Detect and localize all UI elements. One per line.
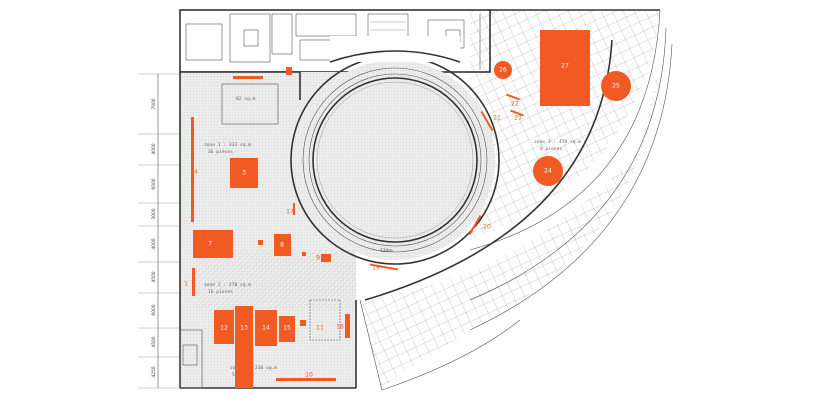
callout-number: 9 <box>316 255 320 262</box>
exhibit-label: 15 <box>283 325 291 332</box>
dim-label: 3000 <box>151 208 157 219</box>
dim-label: 6000 <box>151 178 157 189</box>
dim-label: 4500 <box>151 336 157 347</box>
exhibit-label: 3 <box>242 170 246 177</box>
exhibit-24 <box>533 156 563 186</box>
exhibit-bar <box>370 263 398 271</box>
exhibit-16 <box>345 314 350 338</box>
exhibit-label: 13 <box>240 325 248 332</box>
callout-numbers: 1 4 9 10 11 17 19 20 21 22 23 <box>184 101 522 379</box>
dim-label: 7000 <box>151 98 157 109</box>
exhibit-12 <box>214 310 234 344</box>
svg-text:zone 2 : 270 sq.m: zone 2 : 270 sq.m <box>204 282 251 288</box>
callout-number: 11 <box>316 325 324 332</box>
rotunda: 120m <box>290 36 500 265</box>
zone-area: 333 sq.m <box>229 142 251 148</box>
exhibit-bar <box>192 268 195 296</box>
exhibit-block <box>302 252 306 256</box>
exhibit-bar <box>293 203 295 215</box>
exhibit-bar <box>468 214 482 236</box>
exhibit-label: 8 <box>280 242 284 249</box>
zone-pieces: 8 pieces <box>540 146 562 152</box>
exhibit-block <box>300 320 306 326</box>
exhibit-label: 16 <box>336 324 344 331</box>
exhibits: 3 7 8 12 13 14 15 16 27 26 25 24 <box>191 30 631 388</box>
exhibit-13 <box>235 306 253 388</box>
exhibit-label: 24 <box>544 168 552 175</box>
svg-text:zone 1 : 333 sq.m: zone 1 : 333 sq.m <box>204 142 251 148</box>
zone-area: 236 sq.m <box>255 365 277 371</box>
dimension-ruler: 7000 4000 6000 3000 4000 4500 6000 4500 … <box>138 73 180 389</box>
dim-label: 6000 <box>151 304 157 315</box>
callout-number: 21 <box>493 115 501 122</box>
callout-number: 17 <box>286 209 294 216</box>
exhibit-label: 26 <box>499 67 507 74</box>
exhibit-26 <box>494 61 512 79</box>
exhibit-block <box>233 76 263 79</box>
exhibit-bar <box>191 117 194 222</box>
callout-number: 23 <box>514 115 522 122</box>
zone-name: zone 1 : <box>204 142 226 148</box>
circle-label: 120m <box>380 248 393 254</box>
exhibit-3 <box>230 158 258 188</box>
callout-number: 20 <box>483 224 491 231</box>
svg-text:zone 3 : 470 sq.m: zone 3 : 470 sq.m <box>534 139 581 145</box>
exhibit-14 <box>255 310 277 346</box>
exhibit-15 <box>279 316 295 342</box>
zone-area: 270 sq.m <box>229 282 251 288</box>
zone-pieces: 16 pieces <box>208 289 233 295</box>
exhibit-block <box>286 67 292 75</box>
exhibit-label: 7 <box>208 241 212 248</box>
dim-label: 4000 <box>151 238 157 249</box>
exhibit-bar <box>276 378 336 381</box>
exhibit-8 <box>274 234 291 256</box>
small-area-label: 82 sq.m <box>236 96 256 102</box>
dim-label: 4500 <box>151 271 157 282</box>
dim-label: 4250 <box>151 366 157 377</box>
dim-label: 4000 <box>151 143 157 154</box>
zone-name: zone 3 : <box>534 139 556 145</box>
exhibit-25 <box>601 71 631 101</box>
exhibit-bar <box>510 109 524 117</box>
exhibit-bar <box>506 93 520 101</box>
exhibit-block <box>258 240 263 245</box>
exhibit-label: 27 <box>561 63 569 70</box>
exhibit-block <box>321 254 331 262</box>
exhibit-label: 14 <box>262 325 270 332</box>
exhibit-label: 25 <box>612 83 620 90</box>
zone-area: 470 sq.m <box>559 139 581 145</box>
exhibit-bar <box>480 110 494 132</box>
exhibit-label: 12 <box>220 325 228 332</box>
callout-number: 10 <box>305 372 313 379</box>
exhibit-27 <box>540 30 590 106</box>
glass-grid-area <box>359 9 673 391</box>
exhibit-7 <box>193 230 233 258</box>
callout-number: 4 <box>194 169 198 176</box>
zone-name: zone 2 : <box>204 282 226 288</box>
zone-pieces: 36 pieces <box>208 149 233 155</box>
callout-number: 1 <box>184 281 188 288</box>
callout-number: 19 <box>372 265 380 272</box>
callout-number: 22 <box>511 101 519 108</box>
